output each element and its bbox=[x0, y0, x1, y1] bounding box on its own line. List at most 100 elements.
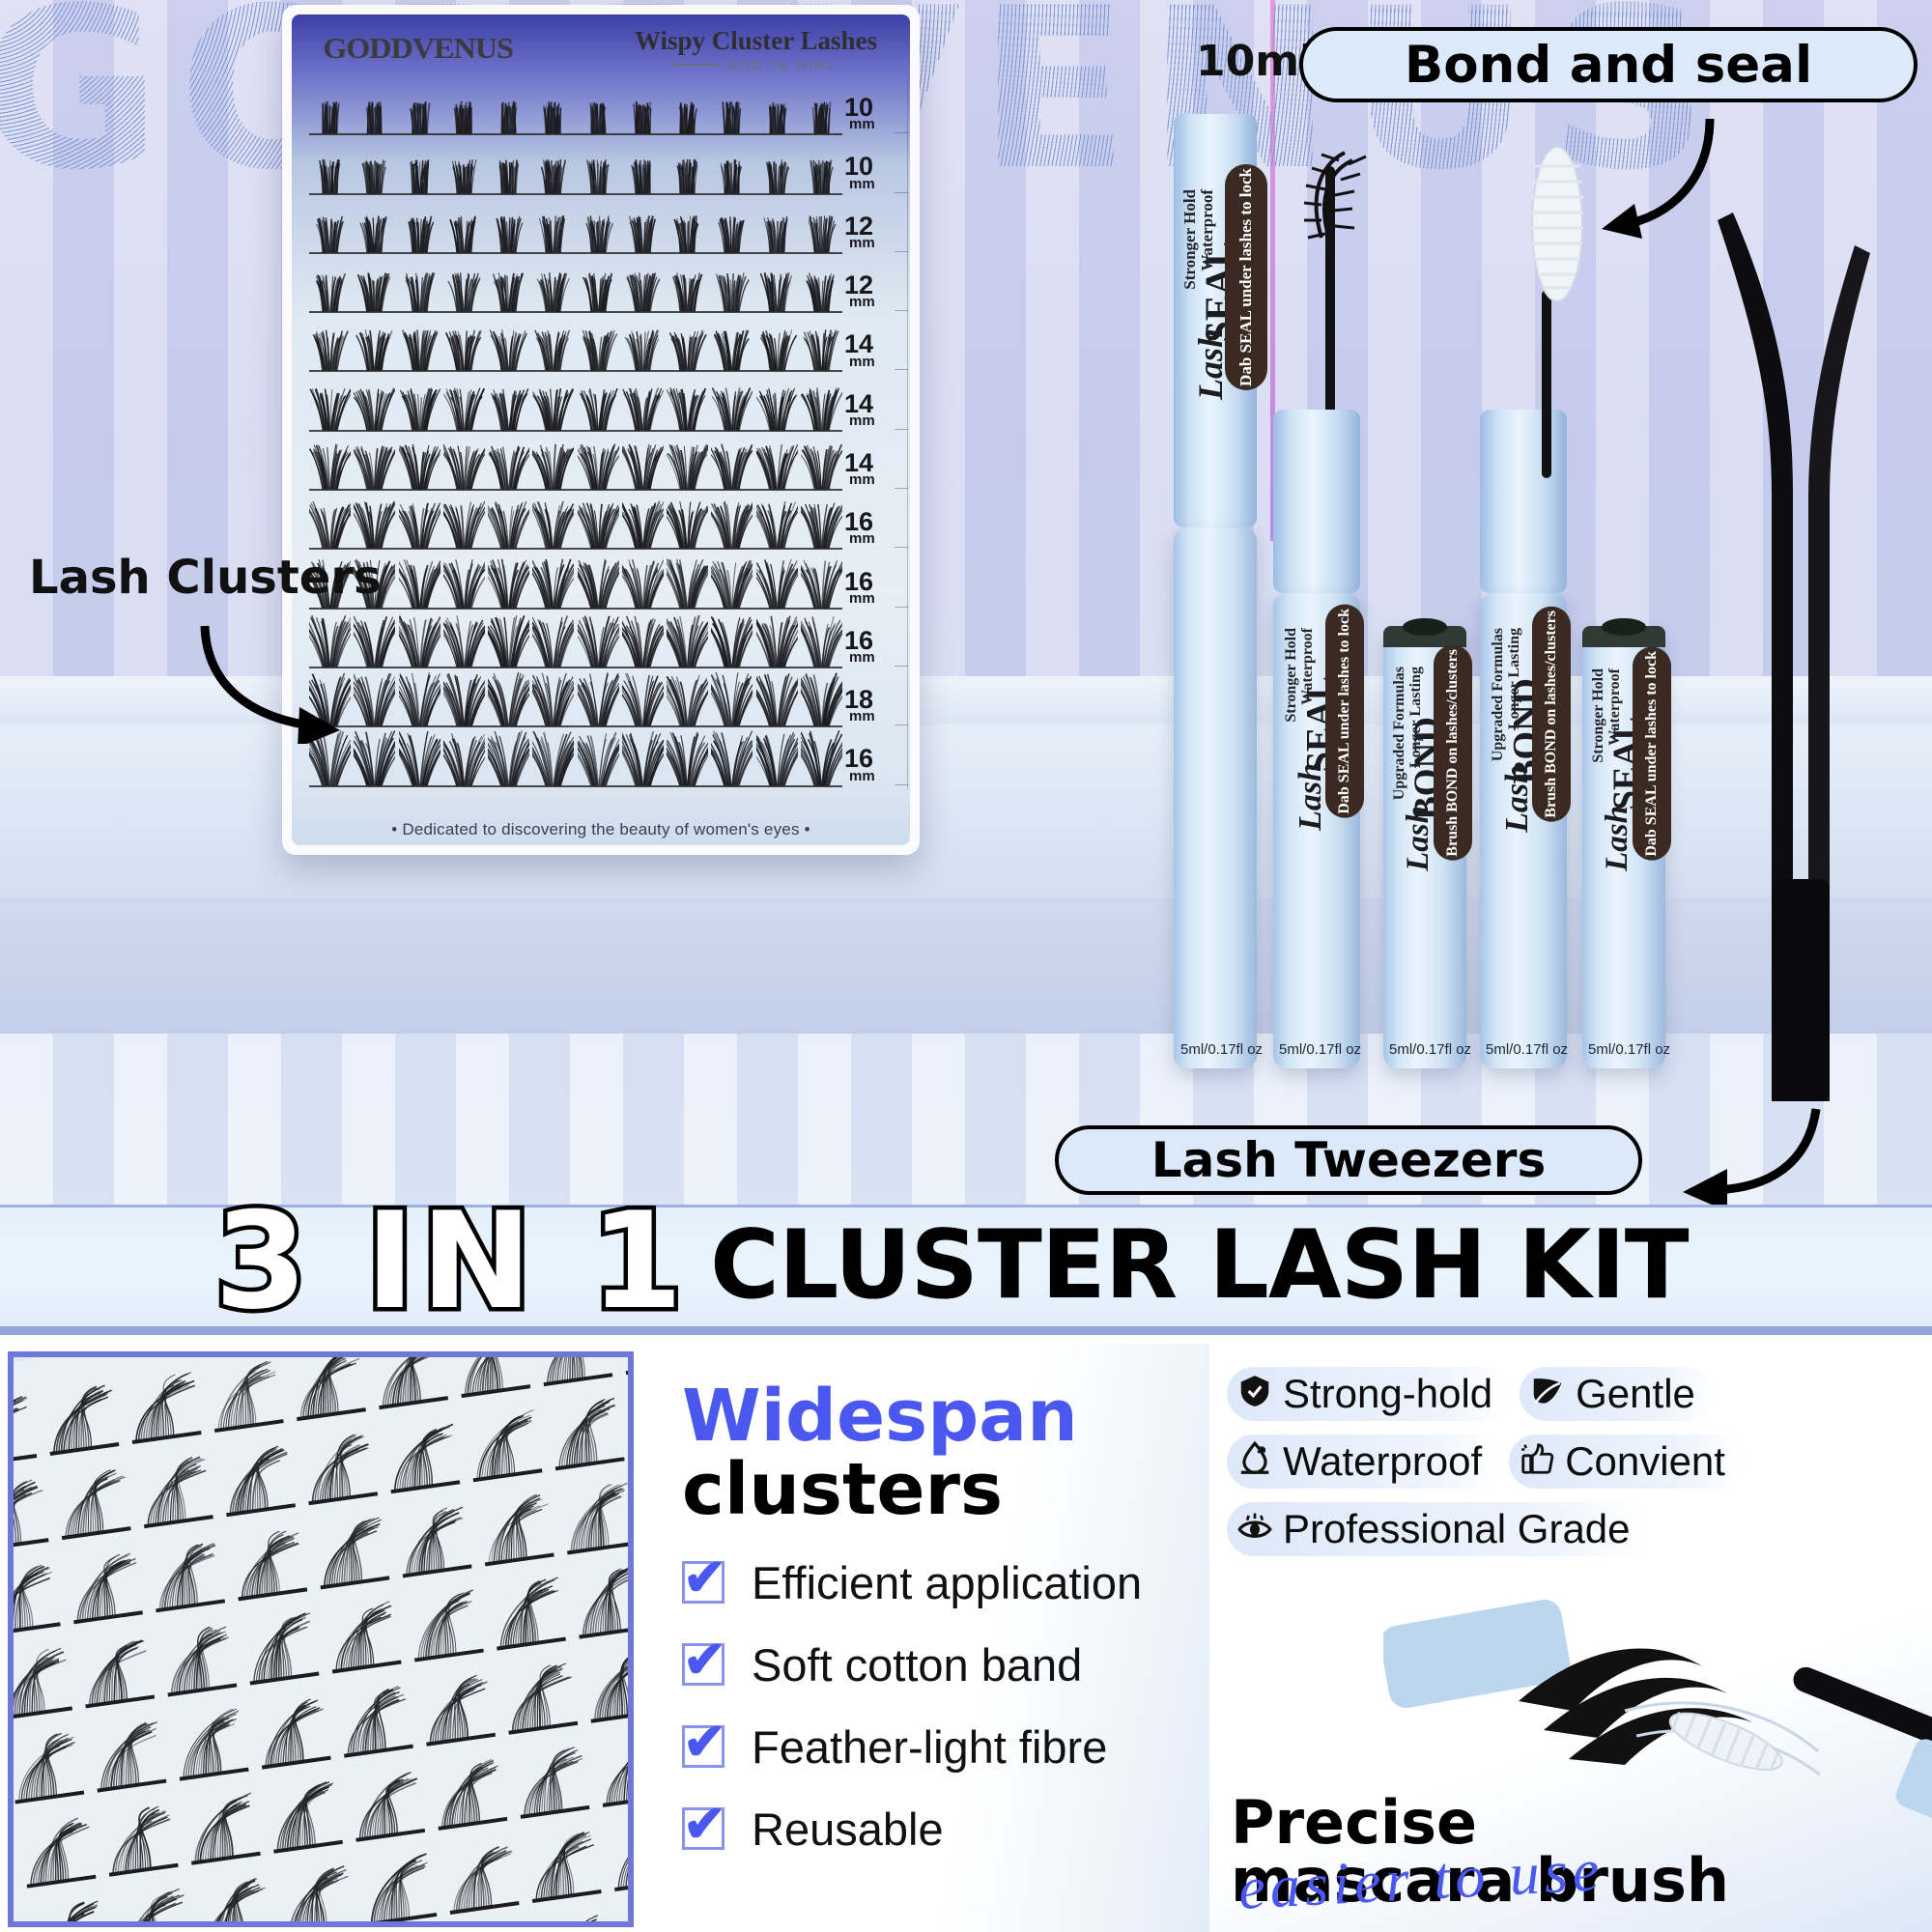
lash-cluster bbox=[800, 612, 842, 668]
lash-cluster bbox=[354, 612, 396, 668]
seal-line1-mid: Stronger Hold bbox=[1283, 628, 1299, 723]
seal-volume-tall: 5ml/0.17fl oz bbox=[1180, 1041, 1264, 1058]
bond-cap-tall-2 bbox=[1480, 410, 1567, 593]
lash-cluster bbox=[532, 612, 575, 668]
badge-row-2: Waterproof Convient bbox=[1227, 1435, 1922, 1502]
lash-cluster bbox=[711, 99, 753, 135]
lash-cluster bbox=[488, 556, 530, 609]
lash-cluster bbox=[577, 669, 619, 727]
lash-cluster bbox=[443, 270, 485, 313]
lash-cluster bbox=[399, 99, 440, 135]
lash-cluster bbox=[488, 385, 529, 431]
ruler-tick bbox=[895, 310, 908, 312]
badge-row-3: Professional Grade bbox=[1227, 1502, 1922, 1570]
lash-cluster bbox=[442, 669, 485, 727]
lash-cluster bbox=[667, 270, 708, 313]
tray-footer-text: • Dedicated to discovering the beauty of… bbox=[391, 820, 810, 838]
callout-bond-and-seal: Bond and seal bbox=[1299, 27, 1918, 102]
arrow-to-lash-clusters bbox=[200, 625, 340, 744]
lash-cluster bbox=[399, 157, 440, 194]
seal-applicator-stem bbox=[1542, 290, 1551, 478]
ruler-tick bbox=[895, 547, 908, 549]
bond-brand-tall-2: Lash bbox=[1499, 765, 1535, 833]
row-size-unit: mm bbox=[849, 649, 875, 667]
lash-cluster bbox=[399, 213, 440, 253]
lash-cluster bbox=[488, 213, 529, 253]
lash-cluster bbox=[488, 612, 530, 668]
cluster-baseline bbox=[309, 784, 842, 787]
row-size-value: 14 bbox=[844, 329, 874, 359]
lash-cluster bbox=[577, 441, 619, 491]
lash-cluster bbox=[667, 385, 708, 431]
badge-gentle-label: Gentle bbox=[1576, 1371, 1695, 1416]
lash-cluster bbox=[667, 441, 709, 491]
lash-cluster bbox=[667, 327, 708, 372]
tray-subtitle: GOD IS GIRL bbox=[726, 57, 838, 72]
row-size-value: 16 bbox=[844, 744, 874, 774]
row-size-unit: mm bbox=[849, 116, 875, 133]
bond-line1-short: Upgraded Formulas bbox=[1391, 667, 1407, 801]
lash-cluster bbox=[532, 213, 574, 253]
seal-line1-short: Stronger Hold bbox=[1590, 668, 1606, 763]
ruler-tick bbox=[895, 250, 908, 252]
lash-cluster bbox=[800, 441, 842, 491]
ruler-tick bbox=[895, 606, 908, 608]
row-size-value: 14 bbox=[844, 388, 874, 418]
lash-cluster bbox=[711, 385, 753, 431]
lash-cluster bbox=[354, 213, 395, 253]
lash-cluster bbox=[354, 727, 396, 786]
callout-lash-tweezers: Lash Tweezers bbox=[1055, 1125, 1642, 1195]
badge-professional-grade-label: Professional Grade bbox=[1283, 1506, 1631, 1551]
lash-cluster bbox=[442, 727, 485, 786]
bond-collar-short bbox=[1383, 626, 1466, 647]
badge-convient-label: Convient bbox=[1565, 1438, 1725, 1484]
lash-cluster bbox=[755, 669, 798, 727]
lash-cluster bbox=[711, 157, 753, 194]
lash-cluster bbox=[621, 556, 664, 609]
seal-line2-mid: Waterproof bbox=[1299, 628, 1316, 705]
checklist-item: Efficient application bbox=[682, 1548, 1209, 1609]
lash-cluster bbox=[756, 327, 798, 372]
checkbox-checked-icon bbox=[682, 1548, 725, 1607]
seal-collar-short bbox=[1582, 626, 1665, 647]
cluster-baseline bbox=[309, 370, 842, 373]
cluster-group bbox=[309, 726, 842, 786]
seal-instruction-short: Dab SEAL under lashes to lock bbox=[1633, 647, 1671, 861]
lash-cluster bbox=[755, 498, 798, 550]
lash-tweezers-icon bbox=[1718, 213, 1870, 1101]
lash-cluster bbox=[801, 157, 842, 194]
lash-cluster bbox=[711, 441, 753, 491]
lash-cluster bbox=[622, 270, 664, 313]
cluster-baseline bbox=[309, 489, 842, 492]
lash-cluster bbox=[532, 556, 575, 609]
row-size-value: 16 bbox=[844, 566, 874, 596]
lash-cluster bbox=[488, 99, 529, 135]
lash-cluster bbox=[443, 157, 485, 194]
seal-line1-tall: Stronger Hold bbox=[1180, 189, 1199, 290]
lash-cluster bbox=[711, 669, 753, 727]
tray-title-block: Wispy Cluster Lashes GOD IS GIRL bbox=[635, 26, 877, 72]
row-size-unit: mm bbox=[849, 175, 875, 192]
cluster-baseline bbox=[309, 133, 842, 136]
lash-cluster bbox=[488, 157, 529, 194]
bond-brand-short: Lash bbox=[1401, 806, 1435, 871]
lash-cluster bbox=[354, 327, 395, 372]
lash-cluster bbox=[354, 556, 396, 609]
row-size-value: 10 bbox=[844, 93, 874, 123]
lash-cluster bbox=[711, 612, 753, 668]
lash-cluster bbox=[667, 99, 708, 135]
lash-cluster bbox=[667, 498, 709, 550]
lash-cluster bbox=[667, 612, 709, 668]
lash-cluster bbox=[621, 441, 664, 491]
lash-cluster bbox=[756, 99, 798, 135]
bottom-section: Widespan clusters Efficient applicationS… bbox=[0, 1344, 1932, 1932]
lash-cluster bbox=[801, 327, 842, 372]
bond-instruction-short: Brush BOND on lashes/clusters bbox=[1434, 645, 1472, 861]
feature-badges: Strong-hold Gentle Waterproof bbox=[1227, 1367, 1922, 1570]
